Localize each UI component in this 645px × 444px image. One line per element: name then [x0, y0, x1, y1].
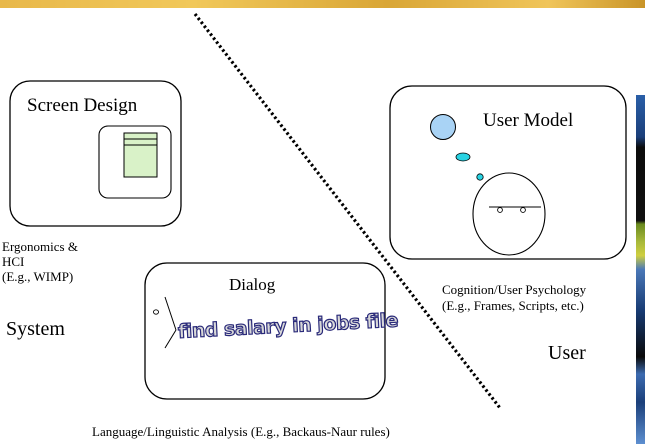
user-model-title: User Model	[483, 110, 574, 131]
screen-window-icon	[123, 132, 158, 178]
screen-design-caption-line-3: (E.g., WIMP)	[2, 269, 74, 284]
screen-design-caption-line-1: Ergonomics &	[2, 239, 78, 254]
dialog-caption: Language/Linguistic Analysis (E.g., Back…	[92, 424, 390, 439]
user-model-caption-line-1: Cognition/User Psychology	[442, 282, 587, 297]
speech-mark-icon	[153, 296, 177, 349]
thought-bubble-icon	[430, 114, 484, 181]
top-banner	[0, 0, 645, 8]
divider-line	[193, 13, 502, 409]
screen-design-caption-line-2: HCI	[2, 254, 25, 269]
face-icon	[472, 172, 546, 256]
user-label: User	[548, 342, 586, 364]
system-label: System	[6, 318, 65, 340]
dialog-title: Dialog	[229, 275, 276, 294]
screen-design-title: Screen Design	[27, 95, 138, 116]
right-image-strip	[636, 95, 645, 444]
dialog-box	[144, 262, 386, 400]
user-model-caption-line-2: (E.g., Frames, Scripts, etc.)	[442, 298, 584, 313]
